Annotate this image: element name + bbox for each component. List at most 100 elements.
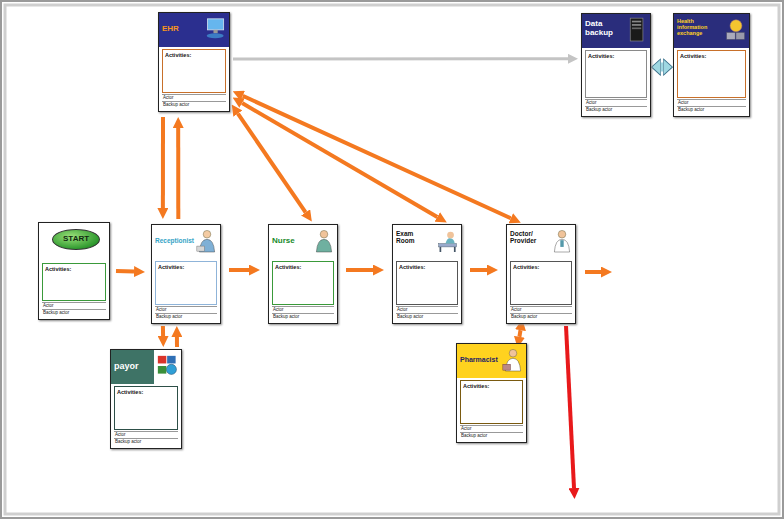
backup-actor-label: Backup actor [162,101,226,108]
flow-arrow [116,269,134,274]
actor-label: Actor [114,431,178,438]
backup-actor-label: Backup actor [677,106,746,113]
card-icon [725,16,747,44]
activities-label: Activities: [463,383,520,389]
card-header: Nurse [269,225,337,259]
actor-label: Actor [460,425,523,432]
flow-arrow [243,96,511,218]
backup-actor-label: Backup actor [396,313,458,320]
process-card: Data backupActivities: ActorBackup actor [581,13,651,117]
backup-actor-label: Backup actor [155,313,217,320]
backup-actor-label: Backup actor [114,438,178,445]
card-title: Receptionist [155,237,194,244]
card-header: EHR [159,13,229,47]
process-card: EHR Activities: ActorBackup actor [158,12,230,112]
activities-box: Activities: [510,261,572,305]
card-header: Data backup [582,14,650,48]
card-title: Health information exchange [677,18,721,36]
actor-label: Actor [162,94,226,101]
actor-label: Actor [272,306,334,313]
backup-actor-label: Backup actor [460,432,523,439]
process-card: Doctor/ ProviderActivities: ActorBackup a… [506,224,576,324]
flow-arrow [470,268,487,272]
activities-label: Activities: [680,53,743,59]
flow-arrow [238,114,306,213]
card-title: Nurse [272,237,295,246]
process-card: STARTActivities:ActorBackup actor [38,222,110,320]
card-icon [157,352,179,380]
actor-label: Actor [42,302,106,309]
actor-label: Actor [677,99,746,106]
process-card: NurseActivities: ActorBackup actor [268,224,338,324]
card-header: START [39,223,109,261]
card-icon [502,346,524,374]
card-icon [437,227,459,255]
backup-actor-label: Backup actor [510,313,572,320]
card-header: payor [111,350,181,384]
actor-rows: ActorBackup actor [272,306,334,320]
exit-arrow [585,270,601,274]
card-title: payor [114,362,139,372]
activities-box: Activities: [272,261,334,305]
actor-label: Actor [510,306,572,313]
activities-label: Activities: [165,52,223,58]
backup-actor-label: Backup actor [42,309,106,316]
activities-label: Activities: [399,264,455,270]
card-icon [551,227,573,255]
activities-box: Activities: [460,380,523,424]
backup-actor-label: Backup actor [272,313,334,320]
actor-rows: ActorBackup actor [114,431,178,445]
activities-box: Activities: [162,49,226,93]
actor-rows: ActorBackup actor [162,94,226,108]
card-title: Doctor/ Provider [510,230,546,244]
card-icon [313,227,335,255]
activities-box: Activities: [677,50,746,98]
inner-frame [5,5,779,514]
flow-arrow [519,330,520,337]
card-title: EHR [162,25,179,34]
actor-label: Actor [585,99,647,106]
exit-arrow-red [566,326,574,488]
activities-label: Activities: [117,389,175,395]
card-header: Receptionist [152,225,220,259]
process-card: Health information exchangeActivities: Ac… [673,13,750,117]
card-header: Doctor/ Provider [507,225,575,259]
flow-arrow [176,128,180,219]
actor-label: Actor [396,306,458,313]
card-title: Exam Room [396,230,424,244]
activities-box: Activities: [155,261,217,305]
activities-label: Activities: [275,264,331,270]
actor-rows: ActorBackup actor [585,99,647,113]
process-card: PharmacistActivities: ActorBackup actor [456,343,527,443]
activities-label: Activities: [513,264,569,270]
backup-actor-label: Backup actor [585,106,647,113]
card-header: Pharmacist [457,344,526,378]
flow-arrow [175,337,179,347]
activities-label: Activities: [588,53,644,59]
flow-arrow [242,103,437,217]
process-card: Exam RoomActivities: ActorBackup actor [392,224,462,324]
card-icon [196,227,218,255]
card-icon [205,15,227,43]
process-card: payorActivities: ActorBackup actor [110,349,182,449]
process-card: ReceptionistActivities: ActorBackup actor [151,224,221,324]
flow-arrow [661,63,663,72]
activities-box: Activities: [396,261,458,305]
activities-box: Activities: [585,50,647,98]
card-title: Data backup [585,20,625,38]
actor-label: Actor [155,306,217,313]
flow-arrow [233,57,568,60]
card-header: Exam Room [393,225,461,259]
card-title: START [52,229,100,250]
flow-arrow [346,268,373,272]
actor-rows: ActorBackup actor [510,306,572,320]
flow-arrow [229,268,249,272]
actor-rows: ActorBackup actor [677,99,746,113]
actor-rows: ActorBackup actor [396,306,458,320]
activities-label: Activities: [158,264,214,270]
activities-box: Activities: [114,386,178,430]
actor-rows: ActorBackup actor [155,306,217,320]
